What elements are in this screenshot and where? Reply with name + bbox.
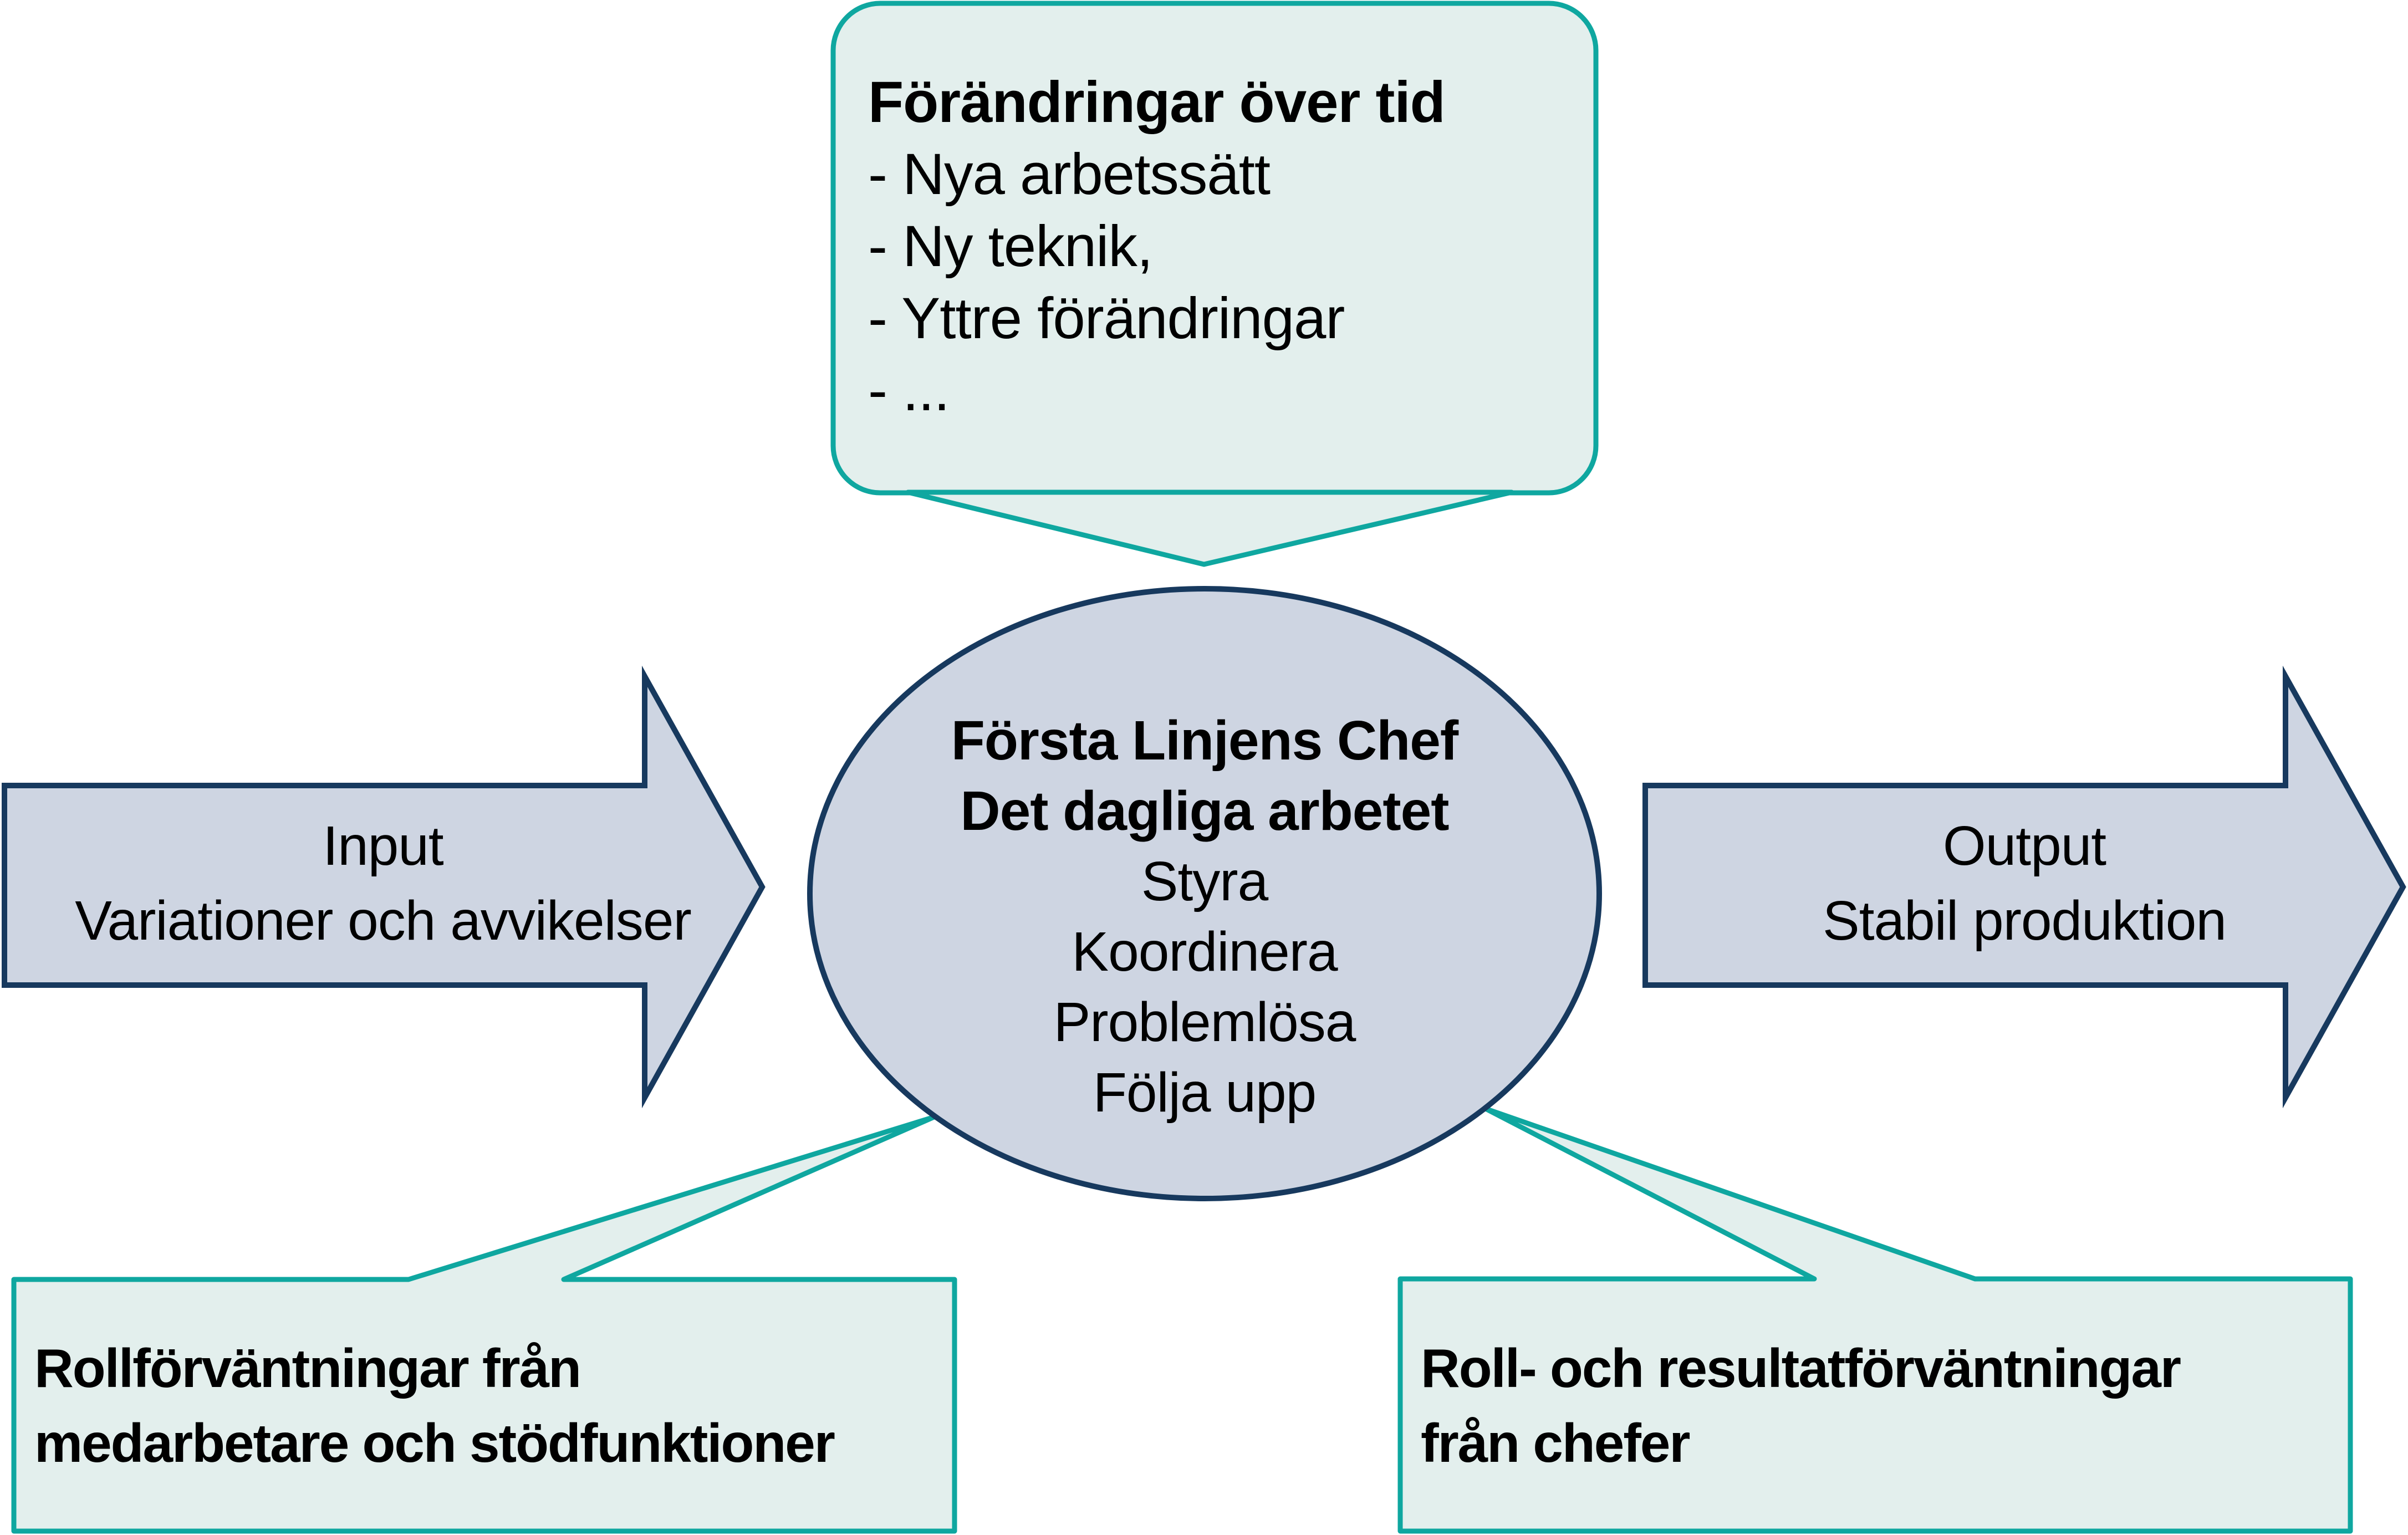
center-ellipse-line2: Det dagliga arbetet bbox=[960, 780, 1449, 842]
top-callout-title: Förändringar över tid bbox=[868, 70, 1445, 135]
input-arrow-label-line2: Variationer och avvikelser bbox=[75, 890, 691, 952]
top-callout-bullet-4: - ... bbox=[868, 358, 950, 423]
output-arrow-label-line1: Output bbox=[1943, 815, 2106, 877]
output-arrow-label-line2: Stabil produktion bbox=[1823, 890, 2226, 952]
output-arrow bbox=[1642, 665, 2406, 1109]
bottom-right-callout bbox=[1397, 1106, 2353, 1534]
input-arrow-label-line1: Input bbox=[323, 815, 444, 877]
center-ellipse-line4: Koordinera bbox=[1072, 921, 1338, 983]
bottom-left-callout bbox=[11, 1114, 957, 1534]
center-ellipse bbox=[807, 586, 1602, 1201]
top-callout-bullet-2: - Ny teknik, bbox=[868, 214, 1152, 279]
bottom-left-callout-line1: Rollförväntningar från bbox=[34, 1338, 580, 1399]
center-ellipse-line1: Första Linjens Chef bbox=[951, 710, 1459, 772]
center-ellipse-line6: Följa upp bbox=[1093, 1062, 1316, 1124]
center-ellipse-line3: Styra bbox=[1141, 850, 1269, 912]
top-callout-bullet-1: - Nya arbetssätt bbox=[868, 142, 1271, 207]
top-callout-tail bbox=[905, 489, 1514, 567]
bottom-right-callout-line2: från chefer bbox=[1421, 1412, 1690, 1473]
bottom-left-callout-line2: medarbetare och stödfunktioner bbox=[34, 1412, 835, 1473]
bottom-right-callout-line1: Roll- och resultatförväntningar bbox=[1421, 1338, 2181, 1399]
input-arrow bbox=[2, 665, 766, 1109]
top-callout-bullet-3: - Yttre förändringar bbox=[868, 286, 1344, 351]
center-ellipse-line5: Problemlösa bbox=[1054, 991, 1356, 1053]
